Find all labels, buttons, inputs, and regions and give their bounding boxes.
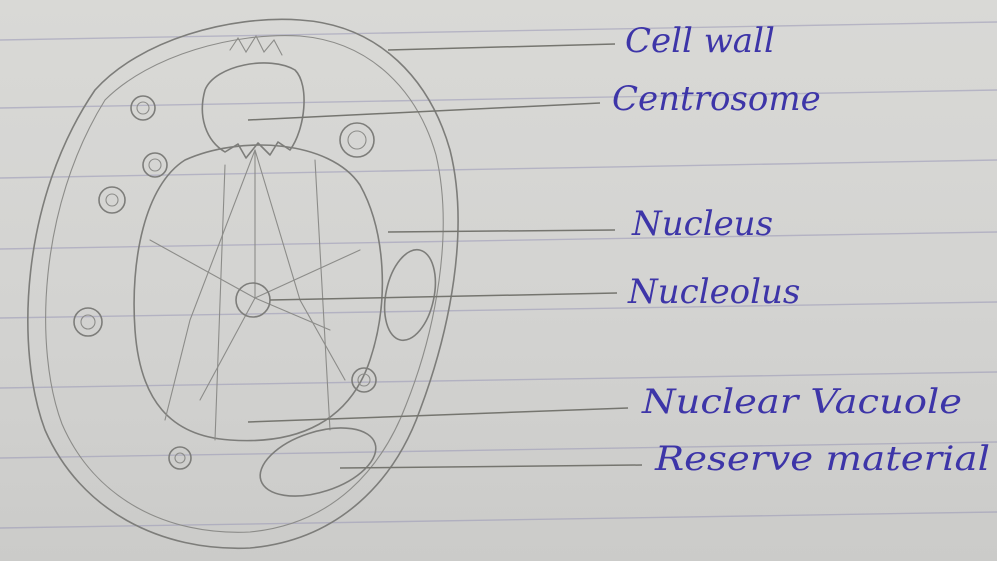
leader-nuclear-vacuole [248,408,628,422]
leader-nucleus [388,230,615,232]
cell-wall-outline [28,19,458,548]
reserve-granule-right [377,245,443,345]
label-centrosome: Centrosome [612,79,821,119]
label-nuclear-vacuole: Nuclear Vacuole [641,382,962,422]
leader-centrosome [248,103,600,120]
label-nucleus: Nucleus [631,204,773,244]
cell-drawing [28,19,458,548]
label-cell-wall: Cell wall [625,21,775,61]
label-reserve-material: Reserve material [654,439,990,479]
nucleolus-shape [236,283,270,317]
reserve-granule-bottom [252,415,385,509]
leader-lines [248,44,642,468]
leader-cell-wall [388,44,615,50]
centrosome-shape [202,63,304,158]
leader-reserve-material [340,465,642,468]
label-nucleolus: Nucleolus [627,272,800,312]
labels: Cell wall Centrosome Nucleus Nucleolus N… [612,21,990,479]
